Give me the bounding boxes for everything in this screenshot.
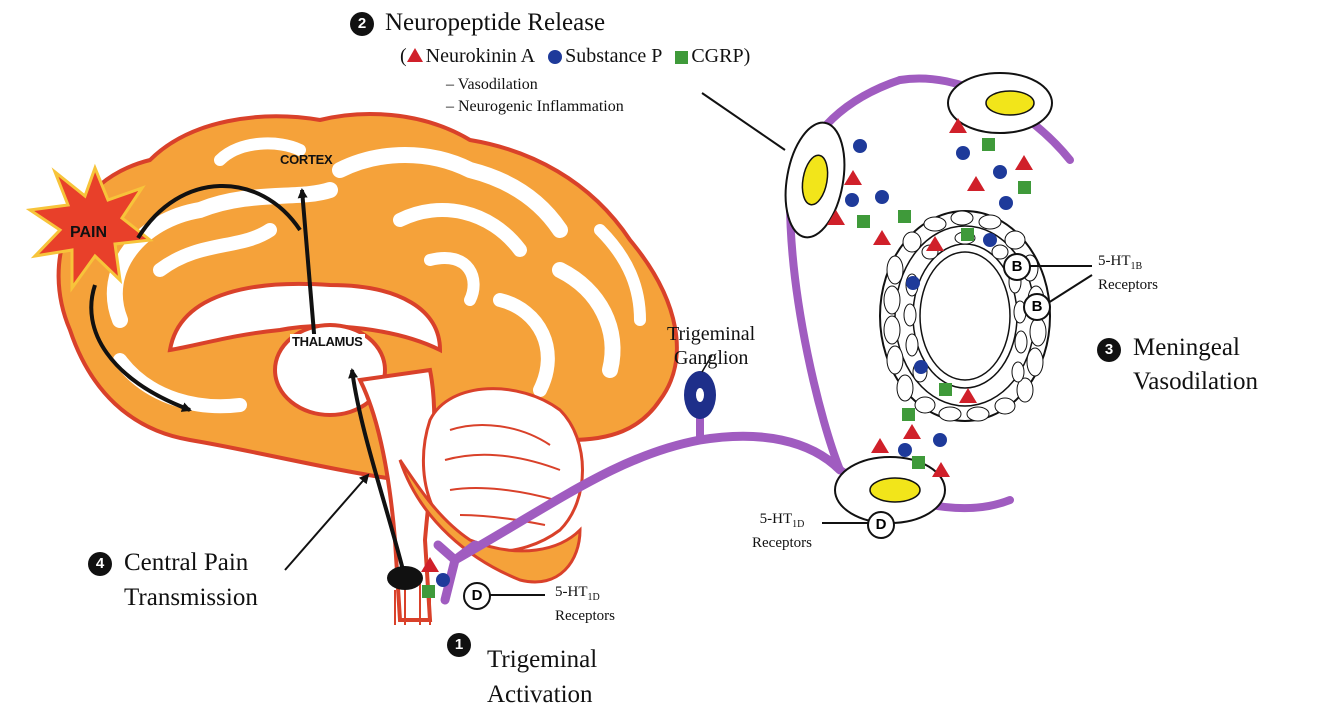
legend-neurokinin: Neurokinin A [406,44,536,68]
legend-cgrp: CGRP [675,44,744,68]
step-1-line2: Activation [487,681,593,708]
legend-substance-p-label: Substance P [565,45,663,67]
pain-label: PAIN [70,224,108,241]
circle-icon [548,50,563,65]
step-2-title: Neuropeptide Release [385,9,606,36]
legend-neurokinin-label: Neurokinin A [425,45,536,67]
pain-downward-arrow [89,284,192,412]
step-2-badge: 2 [350,12,374,36]
receptor-1d-brain-label: 5-HT1D Receptors [555,583,615,625]
legend-close-paren: ) [743,45,751,67]
triangle-icon [406,48,423,63]
pain-burst [25,163,154,293]
nerve-terminal-bottom [834,456,946,524]
step-4-badge: 4 [88,552,112,576]
legend-open-paren: ( [400,45,407,67]
receptor-b-badge-1: B [1003,253,1031,281]
step-3-line2: Vasodilation [1133,368,1258,395]
cortex-label: CORTEX [280,152,333,167]
receptor-1d-vessel-prefix: 5-HT [759,511,793,527]
receptor-d-badge-brain: D [463,582,491,610]
ganglion-label-line1: Trigeminal [667,323,756,345]
neuropeptide-legend: ( Neurokinin A Substance P CGRP) [400,44,750,68]
receptor-1b-sub: 1B [1130,261,1143,272]
nerve-terminal-left [784,121,846,239]
step-3-badge: 3 [1097,338,1121,362]
step-1-badge: 1 [447,633,471,657]
blood-vessel [879,210,1051,422]
effect-neurogenic-inflammation: – Neurogenic Inflammation [446,98,624,115]
receptor-d-badge-vessel: D [867,511,895,539]
step-4-line1: Central Pain [124,549,249,576]
receptor-1d-brain-prefix: 5-HT [555,584,588,600]
legend-substance-p: Substance P [548,44,662,68]
central-pain-pointer [284,473,370,571]
ganglion-label-line2: Ganglion [674,347,749,369]
trigeminal-nucleus [387,566,423,590]
neuropeptide-particles [421,118,1033,598]
step-4-line2: Transmission [124,584,258,611]
receptor-1d-brain-sub: 1D [587,592,600,603]
square-icon [675,50,689,64]
legend-cgrp-label: CGRP [691,45,744,67]
substance-p-markers [436,139,1013,587]
brainstem-to-thalamus-arrow [348,368,405,571]
receptor-1b-prefix: 5-HT [1098,253,1131,269]
pain-to-cortex-arrow [136,184,302,240]
effect-vasodilation: – Vasodilation [446,76,538,93]
nerve-terminal-top [947,72,1053,134]
cgrp-markers [422,138,1031,598]
receptor-1d-vessel-line2: Receptors [752,535,812,551]
receptor-1d-vessel-sub: 1D [792,519,805,530]
neurokinin-a-markers [421,118,1033,572]
receptor-1b-leader-b [1047,274,1093,304]
receptor-b-badge-2: B [1023,293,1051,321]
neuropeptide-pointer [701,92,786,151]
receptor-1d-vessel-label: 5-HT1D Receptors [752,510,812,552]
receptor-1b-line2: Receptors [1098,277,1158,293]
thalamus-to-cortex-arrow [297,188,317,346]
step-1-line1: Trigeminal [487,646,598,673]
step-3-line1: Meningeal [1133,334,1240,361]
thalamus-label: THALAMUS [290,334,365,349]
receptor-1b-label: 5-HT1B Receptors [1098,252,1158,294]
receptor-1d-brain-line2: Receptors [555,608,615,624]
brain-illustration [56,112,679,625]
